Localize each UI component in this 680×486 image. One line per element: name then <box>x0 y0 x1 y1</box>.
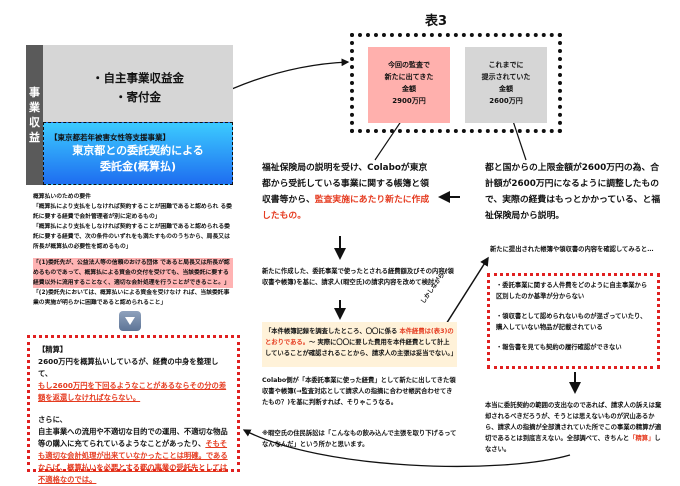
limit-explanation: 都と国からの上限金額が2600万円の為、合計額が2600万円になるように調整した… <box>485 163 661 221</box>
side-char: 事 <box>29 86 40 99</box>
problem-item: ・領収書として認められないものが混ざっていたり、購入していない物品が記載されてい… <box>496 313 647 331</box>
cell-line: 金額 <box>402 85 416 93</box>
explanation-text: 福祉保険局の説明を受け、Colaboが東京都から受託している事業に関する帳簿と領… <box>262 163 429 205</box>
conclusion-red: 「精算」 <box>629 435 655 442</box>
previous-amount-cell: これまでに 提示されていた 金額 2600万円 <box>465 47 547 123</box>
side-char: 業 <box>29 101 40 114</box>
own-revenue-area: ・自主事業収益金 ・寄付金 <box>43 45 233 122</box>
side-char: 収 <box>29 116 40 129</box>
table3-box: 今回の監査で 新たに出てきた 金額 2900万円 これまでに 提示されていた 金… <box>350 33 562 133</box>
settlement-red-text: もし2600万円を下回るようなことがあるならその分の差額を返還しなければならない… <box>38 381 227 402</box>
side-char: 益 <box>29 131 40 144</box>
conclusion-body: しなさい。 <box>485 435 661 453</box>
contract-revenue-area: 【東京都若年被害女性等支援事業】 東京都との委託契約による 委託金(概算払) <box>43 122 233 185</box>
settlement-box: 【精算】 2600万円を概算払いしているが、経費の中身を整理して、 もし2600… <box>27 335 240 484</box>
settlement-text: 自主事業への流用や不適切な目的での運用、不適切な物品等の購入に充てられているよう… <box>38 427 228 448</box>
cell-line: 金額 <box>499 85 513 93</box>
problem-item: ・委託事業に関する人件費をどのように自主事業から区別したのか基準が分からない <box>496 282 648 300</box>
down-arrow-icon <box>119 311 141 331</box>
explanation-red-text: 監査実施にあたり新たに作成したもの。 <box>262 195 430 221</box>
footnote: ※暇空氏の住民訴訟は「こんなもの飲み込んで主張を取り下げるってなんなんだ」という… <box>262 430 457 448</box>
new-documents-text: 新たに作成した、委託事業で使ったとされる経費額及びその内容(領収書や帳簿)を基に… <box>262 268 454 286</box>
new-amount-cell: 今回の監査で 新たに出てきた 金額 2900万円 <box>368 47 450 123</box>
requirements-text: 概算払いのための要件 「概算払により支払をしなければ契約することが困難であると認… <box>33 192 233 308</box>
cell-line: 今回の監査で <box>388 61 430 69</box>
requirement: 「概算払により支払をしなければ契約することが困難であると認められる委託に要する経… <box>33 224 230 250</box>
cell-line: 新たに出てきた <box>384 73 434 81</box>
colabo-comment: Colabo側が「本委託事業に使った経費」として新たに出してきた領収書や帳簿(→… <box>262 377 456 406</box>
welfare-bureau-explanation: 福祉保険局の説明を受け、Colaboが東京都から受託している事業に関する帳簿と領… <box>262 160 432 224</box>
conclusion-body: 本当に委託契約の範囲の支出なのであれば、請求人の訴えは棄却されるべきだろうが、そ… <box>485 402 662 442</box>
settlement-title: 【精算】 <box>38 345 68 354</box>
finding-red-text: 本件経費は(表3)のとおりである。 <box>265 328 454 346</box>
conclusion-text: 本当に委託契約の範囲の支出なのであれば、請求人の訴えは棄却されるべきだろうが、そ… <box>485 400 665 455</box>
cell-line: 提示されていた <box>481 73 531 81</box>
requirement: 「概算払により支払をしなければ契約することが困難であると認められ る委託に要する… <box>33 204 232 220</box>
confirm-text: 新たに提出された帳簿や領収書の内容を確認してみると… <box>490 246 654 253</box>
cell-amount: 2600万円 <box>489 97 523 105</box>
contract-line: 委託金(概算払) <box>99 160 177 173</box>
project-label: 【東京都若年被害女性等支援事業】 <box>50 133 170 142</box>
own-item: ・自主事業収益金 <box>92 71 184 85</box>
cell-amount: 2900万円 <box>392 97 426 105</box>
problems-box: ・委託事業に関する人件費をどのように自主事業から区別したのか基準が分からない ・… <box>487 273 660 369</box>
finding-box: 「本件帳簿記録を調査したところ、〇〇に係る 本件経費は(表3)のとおりである。〜… <box>262 322 457 367</box>
finding-text: 〜 実際に〇〇に要した費用を本件経費として計上していることが確認されることから、… <box>265 339 457 357</box>
revenue-side-label: 事 業 収 益 <box>26 45 43 185</box>
contract-line: 東京都との委託契約による <box>72 144 204 157</box>
settlement-text: さらに、 <box>38 415 67 424</box>
requirement: 「(2)委託先においては、概算払いによる資金を受けなけ れば、当該委託事業の実施… <box>33 290 230 306</box>
table3-title: 表3 <box>425 14 448 29</box>
cell-line: これまでに <box>488 61 524 69</box>
requirements-title: 概算払いのための要件 <box>33 194 91 200</box>
finding-text: 「本件帳簿記録を調査したところ、〇〇に係る <box>265 328 400 335</box>
requirement-highlighted: 「(1)委託先が、公益法人等の信頼のおける団体 であると局長又は所長が認めるもの… <box>33 258 233 288</box>
settlement-text: 2600万円を概算払いしているが、経費の中身を整理して、 <box>38 357 219 378</box>
own-item: ・寄付金 <box>115 90 161 104</box>
revenue-block: 事 業 収 益 ・自主事業収益金 ・寄付金 【東京都若年被害女性等支援事業】 東… <box>26 45 233 185</box>
problem-item: ・報告書を見ても契約の履行確認ができない <box>496 344 622 351</box>
